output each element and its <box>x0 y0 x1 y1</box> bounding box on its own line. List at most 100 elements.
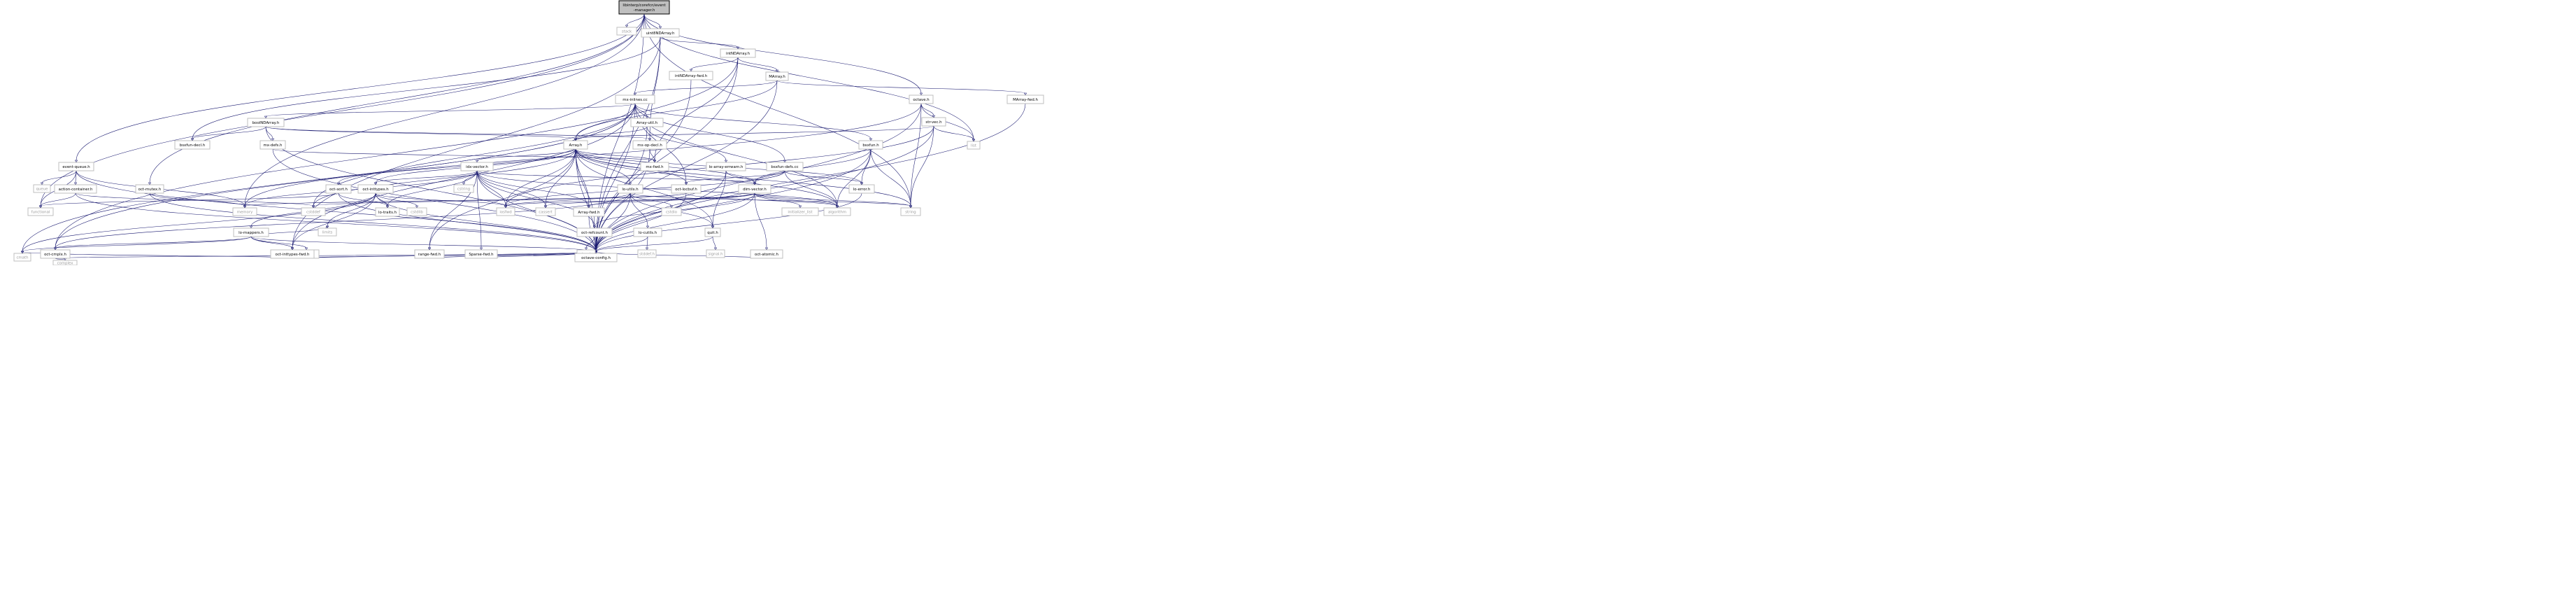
node-label: iosfwd <box>499 211 511 215</box>
node-label: lo-array-errwarn.h <box>709 165 743 169</box>
node-box <box>535 207 556 216</box>
node-mx-defs[interactable]: mx-defs.h <box>259 140 286 150</box>
node-label: queue <box>36 188 49 192</box>
node-MArray-fwd[interactable]: MArray-fwd.h <box>1006 94 1044 104</box>
node-box <box>318 227 337 237</box>
node-bsxfun[interactable]: bsxfun.h <box>858 140 883 150</box>
node-label: bsxfun.h <box>862 143 878 148</box>
node-oct-refcount[interactable]: oct-refcount.h <box>576 227 613 237</box>
edge-lo_mappers-to-oct_cmplx <box>53 236 252 251</box>
node-oct-sort[interactable]: oct-sort.h <box>325 184 352 194</box>
node-box <box>576 227 613 237</box>
node-mx-fwd[interactable]: mx-fwd.h <box>640 162 669 171</box>
node-lo-mappers[interactable]: lo-mappers.h <box>233 227 269 237</box>
node-box <box>781 207 819 216</box>
node-box <box>375 207 400 217</box>
node-box <box>174 140 211 150</box>
node-Array-util[interactable]: Array-util.h <box>630 118 664 127</box>
node-box <box>909 94 934 104</box>
node-label: signal.h <box>708 253 723 257</box>
node-idx-vector[interactable]: idx-vector.h <box>460 162 494 171</box>
node-signal: signal.h <box>706 249 725 258</box>
node-cmath: cmath <box>13 253 31 262</box>
node-lo-error[interactable]: lo-error.h <box>848 184 875 194</box>
node-box <box>641 28 680 38</box>
edge-root-to-uint8NDArray <box>643 13 662 29</box>
edge-boolNDArray-to-octave_config <box>265 126 598 254</box>
node-dim-vector[interactable]: dim-vector.h <box>738 184 771 194</box>
node-quit[interactable]: quit.h <box>704 227 721 237</box>
node-str-vec[interactable]: str-vec.h <box>921 117 946 127</box>
node-stddef: stddef.h <box>637 249 657 258</box>
node-mx-inlines[interactable]: mx-inlines.cc <box>615 94 655 104</box>
node-mx-op-decl[interactable]: mx-op-decl.h <box>632 140 667 150</box>
edge-MArray-to-mx_inlines <box>633 80 778 96</box>
node-octave[interactable]: octave.h <box>909 94 934 104</box>
node-oct-cmplx[interactable]: oct-cmplx.h <box>40 249 71 259</box>
node-box <box>453 184 474 193</box>
node-Array[interactable]: Array.h <box>563 140 588 150</box>
node-box <box>233 227 269 237</box>
node-lo-array-errwarn[interactable]: lo-array-errwarn.h <box>706 162 746 171</box>
edge-idx_vector-to-iosfwd <box>476 170 508 209</box>
node-intNDArray-fwd[interactable]: intNDArray-fwd.h <box>669 71 713 80</box>
node-string: string <box>900 207 921 216</box>
node-oct-locbuf[interactable]: oct-locbuf.h <box>671 184 702 194</box>
node-bsxfun-defs[interactable]: bsxfun-defs.cc <box>766 162 804 171</box>
node-range-fwd[interactable]: range-fwd.h <box>414 249 445 259</box>
node-lo-utils[interactable]: lo-utils.h <box>617 184 643 194</box>
node-bsxfun-decl[interactable]: bsxfun-decl.h <box>174 140 211 150</box>
node-Sparse-fwd[interactable]: Sparse-fwd.h <box>464 249 498 259</box>
node-memory: memory <box>232 207 257 216</box>
node-oct-mutex[interactable]: oct-mutex.h <box>135 184 164 194</box>
node-label: stack <box>622 30 632 34</box>
node-box <box>1006 94 1044 104</box>
edge-bsxfun_defs-to-oct_locbuf <box>684 170 785 185</box>
edge-idx_vector-to-cassert <box>476 170 548 209</box>
node-label: cstddef <box>306 211 320 215</box>
node-MArray[interactable]: MArray.h <box>765 71 789 81</box>
edge-intNDArray-to-intNDArray_fwd <box>689 57 739 72</box>
node-iosfwd: iosfwd <box>496 207 515 216</box>
edge-dim_vector-to-initializer_list <box>754 192 802 209</box>
edge-str_vec-to-string <box>909 125 934 209</box>
node-label: range-fwd.h <box>418 253 441 257</box>
node-boolNDArray[interactable]: boolNDArray.h <box>247 118 285 127</box>
edge-boolNDArray-to-bsxfun_decl <box>190 126 266 141</box>
node-oct-inttypes-fwd[interactable]: oct-inttypes-fwd.h <box>270 249 315 259</box>
node-label: cmath <box>16 256 28 260</box>
node-action-container[interactable]: action-container.h <box>54 184 97 194</box>
node-label: octave.h <box>913 98 929 102</box>
node-box <box>259 140 286 150</box>
node-oct-atomic[interactable]: oct-atomic.h <box>750 249 783 259</box>
edge-Array_util-to-Array <box>574 126 648 141</box>
edge-idx_vector-to-cstring <box>462 170 478 185</box>
node-label: oct-cmplx.h <box>44 253 66 257</box>
node-cassert: cassert <box>535 207 556 216</box>
node-uint8NDArray[interactable]: uint8NDArray.h <box>641 28 680 38</box>
node-stack: stack <box>616 27 637 36</box>
node-box <box>720 48 756 58</box>
node-octave-config[interactable]: octave-config.h <box>574 253 618 262</box>
node-label: -manager.h <box>634 8 655 13</box>
node-lo-traits[interactable]: lo-traits.h <box>375 207 400 217</box>
node-label: oct-mutex.h <box>138 188 162 192</box>
node-oct-inttypes[interactable]: oct-inttypes.h <box>357 184 394 194</box>
node-label: Array-util.h <box>636 121 657 125</box>
node-box <box>750 249 783 259</box>
node-label: oct-inttypes-fwd.h <box>276 253 310 257</box>
node-label: cstdlib <box>411 211 423 215</box>
edge-root-to-stack <box>625 13 645 28</box>
node-cstddef: cstddef <box>301 207 326 216</box>
node-box <box>357 184 394 194</box>
edge-quit-to-signal <box>712 236 718 251</box>
node-lo-cutils[interactable]: lo-cutils.h <box>633 227 662 237</box>
edge-Array-to-oct_sort <box>336 148 576 185</box>
node-intNDArray[interactable]: intNDArray.h <box>720 48 756 58</box>
node-Array-fwd[interactable]: Array-fwd.h <box>573 207 605 217</box>
node-box <box>669 71 713 80</box>
node-event-queue[interactable]: event-queue.h <box>58 162 94 171</box>
node-box <box>630 118 664 127</box>
node-root[interactable]: libinterp/corefcn/event-manager.h <box>618 0 670 15</box>
node-box <box>414 249 445 259</box>
